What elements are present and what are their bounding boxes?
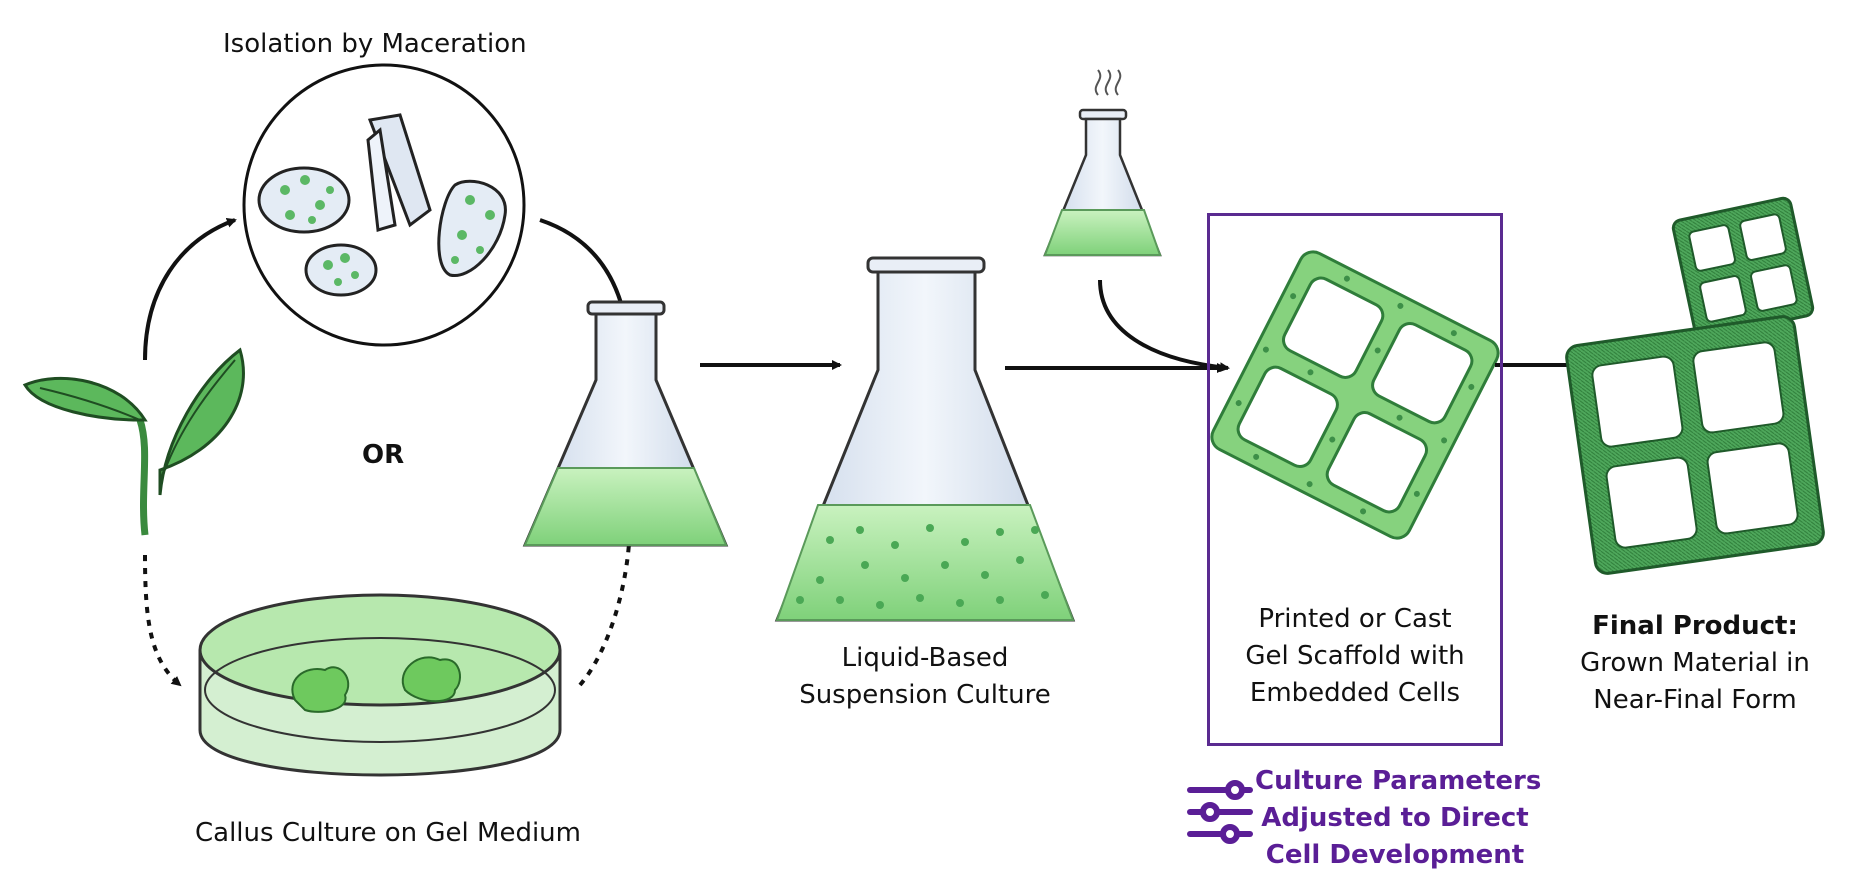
- media-flask-icon: [1043, 108, 1162, 257]
- arrow-callus-to-flask: [578, 518, 635, 687]
- label-scaffold-line2: Gel Scaffold with: [1245, 641, 1465, 671]
- label-callus: Callus Culture on Gel Medium: [195, 818, 581, 848]
- final-product-large-icon: [1565, 315, 1825, 575]
- scaffold-frame: [1207, 213, 1503, 746]
- final-product-small-icon: [1671, 196, 1815, 340]
- steam-icon: [1094, 69, 1122, 96]
- label-isolation: Isolation by Maceration: [223, 29, 527, 59]
- label-or: OR: [362, 440, 405, 470]
- label-parameters: Culture Parameters Adjusted to Direct Ce…: [1255, 763, 1542, 874]
- arrow-media-to-scaffold: [1098, 279, 1230, 373]
- sliders-icon: [1187, 780, 1253, 844]
- arrow-leaf-to-callus: [143, 554, 182, 687]
- label-final-line3: Near-Final Form: [1593, 685, 1797, 715]
- label-suspension: Liquid-Based Suspension Culture: [790, 640, 1060, 714]
- label-suspension-line1: Liquid-Based: [841, 643, 1009, 673]
- label-suspension-line2: Suspension Culture: [799, 680, 1051, 710]
- label-final-line2: Grown Material in: [1580, 648, 1810, 678]
- arrow-leaf-to-maceration: [143, 218, 237, 361]
- leaf-icon: [22, 347, 245, 536]
- label-parameters-line3: Cell Development: [1265, 840, 1525, 870]
- label-scaffold-line3: Embedded Cells: [1249, 678, 1461, 708]
- scaffold-icon: [1210, 250, 1500, 540]
- label-final: Final Product: Grown Material in Near-Fi…: [1565, 608, 1825, 719]
- maceration-circle: [242, 63, 526, 347]
- petri-dish-icon: [198, 593, 562, 777]
- label-final-line1: Final Product:: [1592, 611, 1798, 641]
- label-scaffold: Printed or Cast Gel Scaffold with Embedd…: [1215, 601, 1495, 712]
- suspension-flask-icon: [774, 256, 1076, 622]
- flask-icon: [522, 300, 729, 547]
- label-scaffold-line1: Printed or Cast: [1258, 604, 1452, 634]
- label-parameters-line2: Adjusted to Direct: [1261, 803, 1529, 833]
- label-parameters-line1: Culture Parameters: [1255, 766, 1542, 796]
